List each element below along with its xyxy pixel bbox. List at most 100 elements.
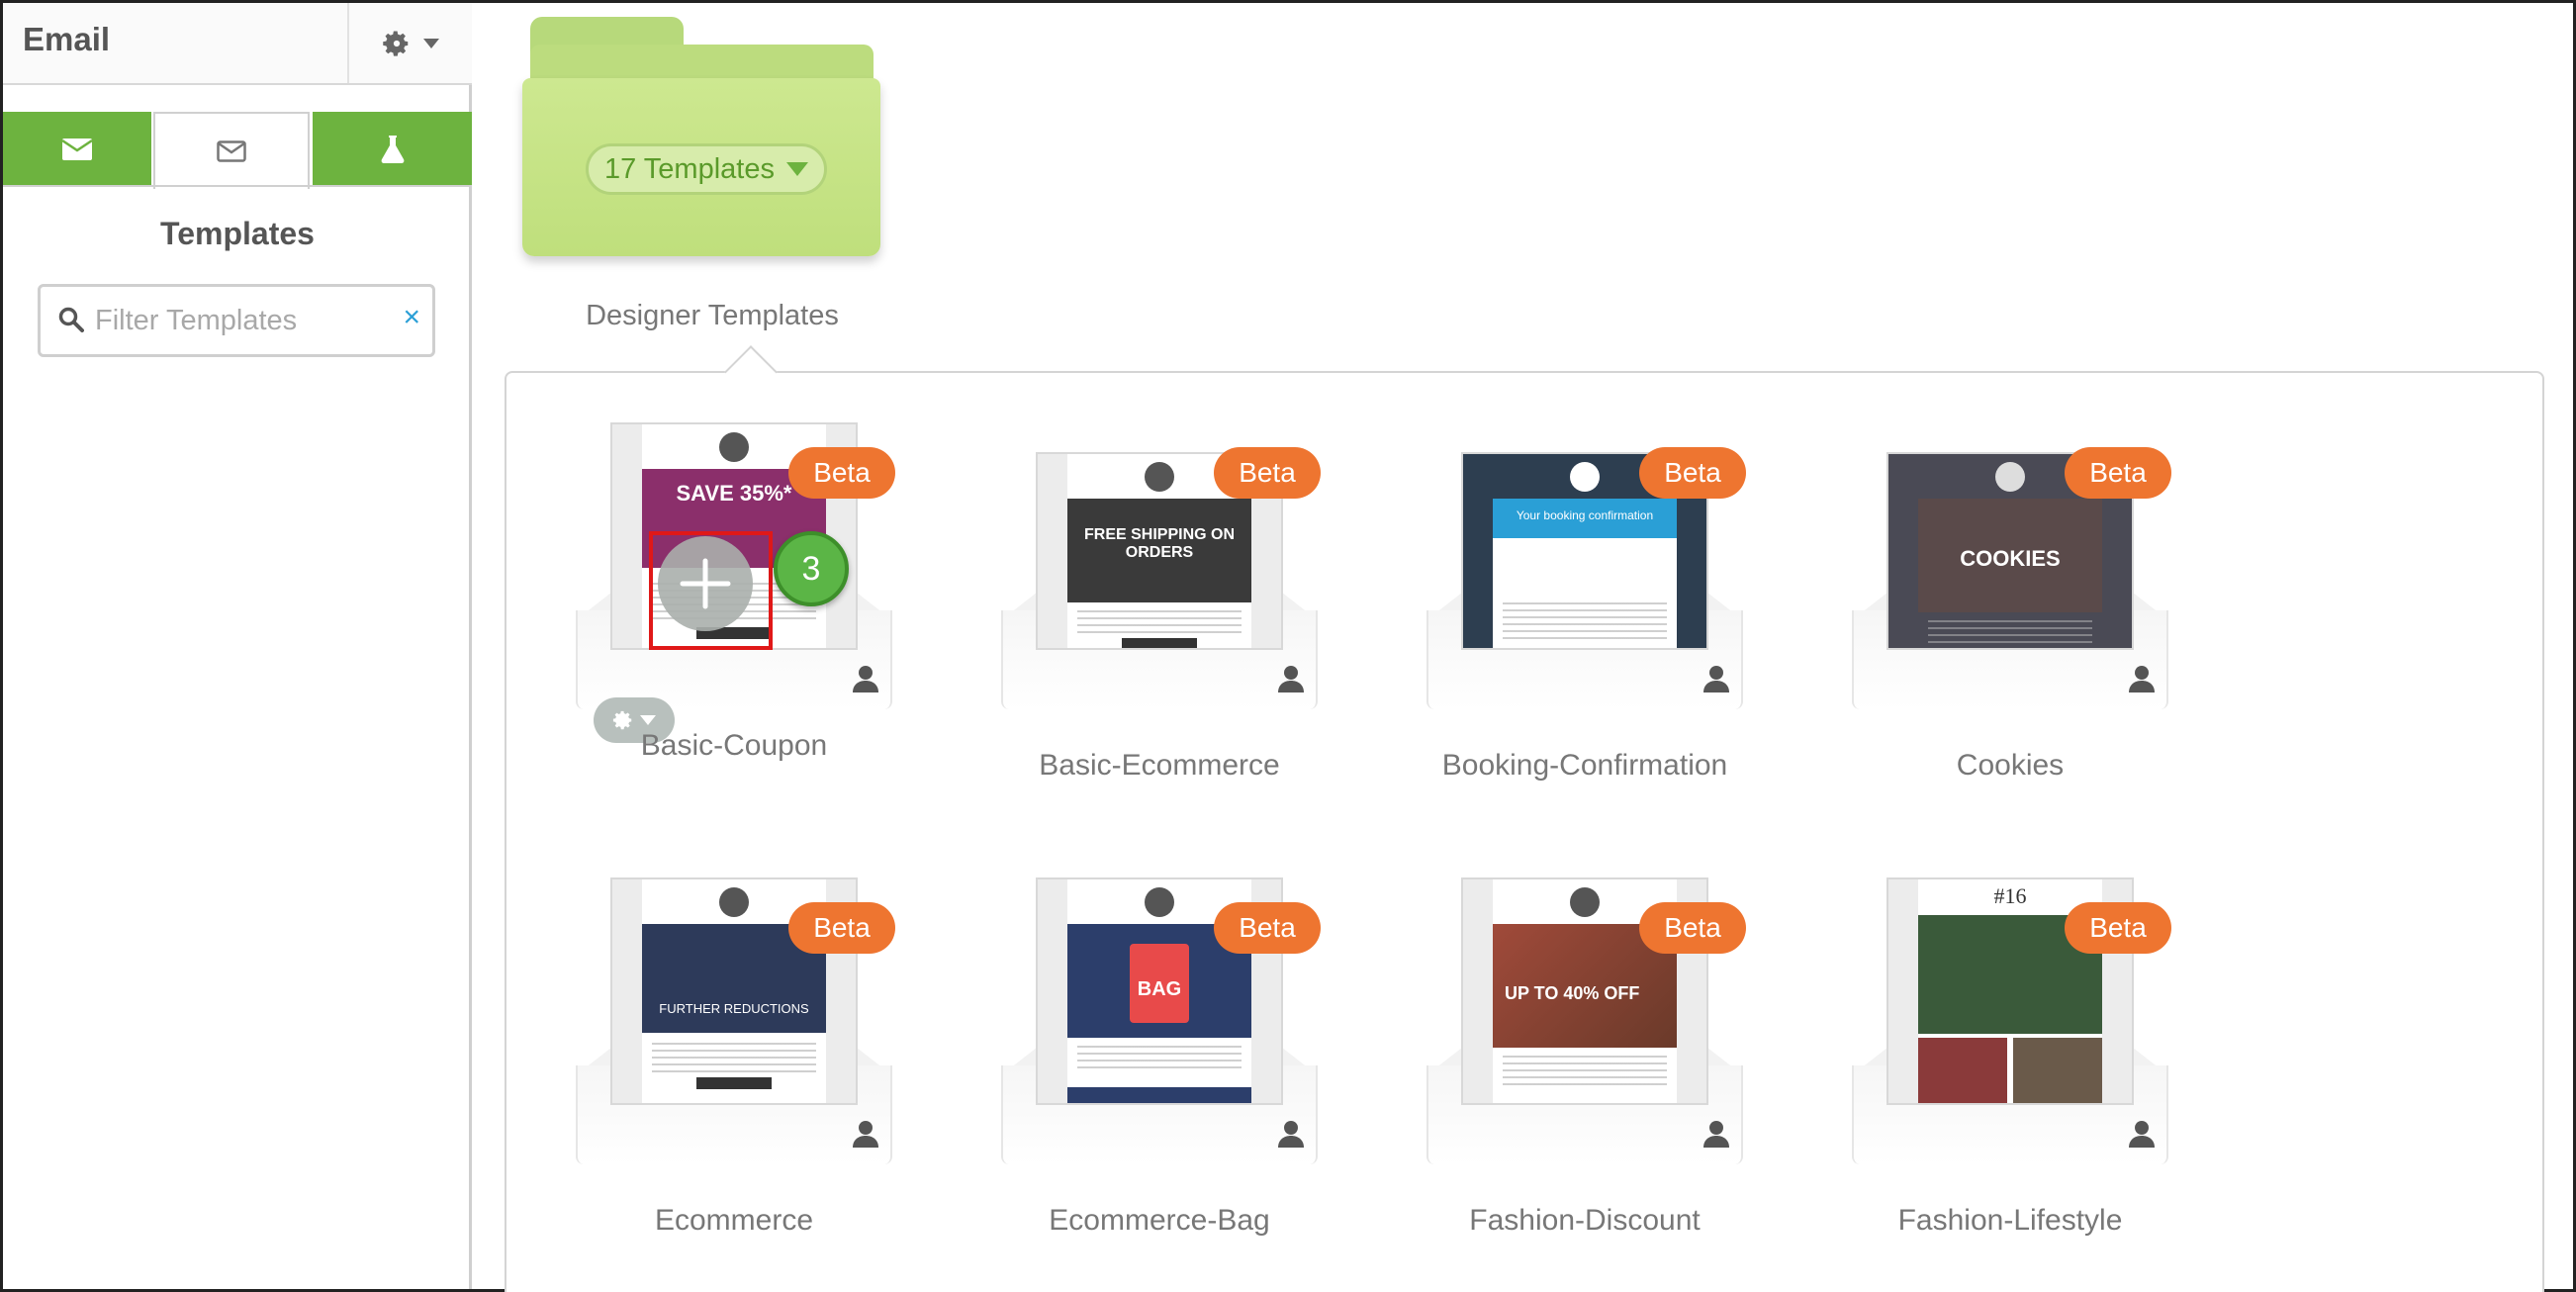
user-icon (1278, 666, 1304, 692)
thumbnail-hero: COOKIES (1918, 499, 2102, 612)
folder-caption: Designer Templates (586, 300, 839, 331)
template-card[interactable]: UP TO 40% OFF Beta Fashion-Discount (1426, 877, 1753, 1253)
settings-menu-button[interactable] (347, 3, 472, 83)
filter-templates-input[interactable] (95, 299, 392, 342)
beta-badge: Beta (1214, 447, 1321, 499)
flask-icon (381, 136, 404, 163)
template-name[interactable]: Ecommerce-Bag (1049, 1204, 1270, 1237)
template-card[interactable]: SAVE 35%* Beta 3 Basic-Coupon (576, 422, 902, 798)
hero-text: FURTHER REDUCTIONS (659, 1001, 809, 1016)
gear-icon (383, 31, 409, 56)
thumbnail-photo-right (2013, 1038, 2102, 1103)
highlight-box (649, 531, 773, 650)
template-name[interactable]: Ecommerce (654, 1204, 814, 1237)
user-icon (1703, 666, 1729, 692)
user-icon (853, 1121, 878, 1148)
filter-box: × (38, 284, 435, 357)
template-name[interactable]: Fashion-Discount (1469, 1204, 1701, 1237)
panel-notch (724, 345, 778, 399)
template-card[interactable]: COOKIES Beta Cookies (1852, 422, 2178, 798)
user-icon (1703, 1121, 1729, 1148)
user-icon (1278, 1121, 1304, 1148)
logo-dot (1570, 887, 1600, 917)
thumbnail-photo-left (1918, 1038, 2007, 1103)
thumbnail-page: #16 (1918, 879, 2102, 1103)
envelope-filled-icon (62, 138, 92, 160)
sidebar-title: Email (23, 21, 111, 57)
hero-text: #16 (1993, 883, 2027, 908)
template-thumbnail[interactable]: Your booking confirmation (1461, 452, 1708, 650)
envelope-outline-icon (217, 140, 246, 162)
template-name[interactable]: Basic-Ecommerce (1039, 749, 1280, 782)
sidebar: Email Templates × (3, 3, 472, 1289)
thumbnail-page: COOKIES (1918, 454, 2102, 648)
template-thumbnail[interactable]: COOKIES (1886, 452, 2134, 650)
logo-dot (1570, 462, 1600, 492)
thumbnail-cta (696, 1077, 772, 1089)
search-icon (58, 307, 84, 332)
thumbnail-text-lines (1503, 602, 1667, 642)
hero-text: COOKIES (1960, 546, 2061, 571)
user-icon (853, 666, 878, 692)
user-icon (2129, 666, 2155, 692)
template-name[interactable]: Cookies (1956, 749, 2065, 782)
logo-dot (719, 887, 749, 917)
caret-down-icon (423, 38, 439, 48)
hero-text: BAG (1137, 978, 1182, 1000)
template-name[interactable]: Fashion-Lifestyle (1897, 1204, 2123, 1237)
thumbnail-text-lines (1928, 620, 2092, 644)
caret-down-icon (785, 162, 808, 176)
step-badge: 3 (774, 531, 849, 606)
main-content: 17 Templates Designer Templates SAVE 35%… (475, 3, 2573, 1292)
thumbnail-cta (696, 627, 772, 639)
template-card[interactable]: BAG Beta Ecommerce-Bag (1001, 877, 1328, 1253)
logo-dot (1145, 887, 1174, 917)
tab-tests[interactable] (313, 112, 472, 187)
tab-sent-emails[interactable] (3, 112, 151, 187)
thumbnail-cta (1122, 638, 1197, 648)
thumbnail-footer (1067, 1087, 1251, 1103)
hero-text: UP TO 40% OFF (1505, 983, 1640, 1003)
template-card[interactable]: Your booking confirmation Beta Booking-C… (1426, 422, 1753, 798)
beta-badge: Beta (1639, 902, 1746, 954)
plus-icon (680, 558, 731, 609)
template-name[interactable]: Basic-Coupon (640, 729, 828, 762)
beta-badge: Beta (2065, 447, 2171, 499)
template-count-label: 17 Templates (604, 152, 775, 185)
bag-shape (1130, 944, 1189, 1023)
caret-down-icon (640, 715, 656, 725)
thumbnail-text-lines (1077, 610, 1242, 634)
beta-badge: Beta (1214, 902, 1321, 954)
template-card[interactable]: FREE SHIPPING ON ORDERS Beta Basic-Ecomm… (1001, 422, 1328, 798)
template-card[interactable]: FURTHER REDUCTIONS Beta Ecommerce (576, 877, 902, 1253)
sidebar-header: Email (3, 3, 472, 85)
beta-badge: Beta (788, 902, 895, 954)
add-template-button[interactable] (658, 536, 753, 631)
tab-templates[interactable] (153, 112, 310, 189)
logo-dot (1995, 462, 2025, 492)
card-settings-button[interactable] (594, 697, 675, 743)
beta-badge: Beta (1639, 447, 1746, 499)
hero-text: SAVE 35%* (676, 481, 792, 506)
hero-text: Your booking confirmation (1516, 508, 1654, 522)
thumbnail-hero: FREE SHIPPING ON ORDERS (1067, 499, 1251, 602)
template-card[interactable]: #16 Beta Fashion-Lifestyle (1852, 877, 2178, 1253)
template-count-dropdown[interactable]: 17 Templates (586, 143, 827, 195)
clear-filter-button[interactable]: × (403, 301, 420, 333)
logo-dot (719, 432, 749, 462)
thumbnail-text-lines (1503, 1056, 1667, 1085)
template-thumbnail[interactable]: FREE SHIPPING ON ORDERS (1036, 452, 1283, 650)
template-name[interactable]: Booking-Confirmation (1441, 749, 1728, 782)
thumbnail-text-lines (1077, 1046, 1242, 1069)
templates-panel: SAVE 35%* Beta 3 Basic-Coupon (505, 345, 2544, 1292)
thumbnail-hero: Your booking confirmation (1493, 499, 1677, 538)
template-thumbnail[interactable]: #16 (1886, 877, 2134, 1105)
templates-folder[interactable]: 17 Templates (522, 17, 888, 264)
tabs-divider (3, 185, 472, 187)
gear-icon (612, 710, 632, 730)
user-icon (2129, 1121, 2155, 1148)
sidebar-tabs (3, 112, 472, 189)
hero-text: FREE SHIPPING ON ORDERS (1083, 526, 1236, 561)
beta-badge: Beta (788, 447, 895, 499)
templates-heading: Templates (160, 216, 315, 251)
